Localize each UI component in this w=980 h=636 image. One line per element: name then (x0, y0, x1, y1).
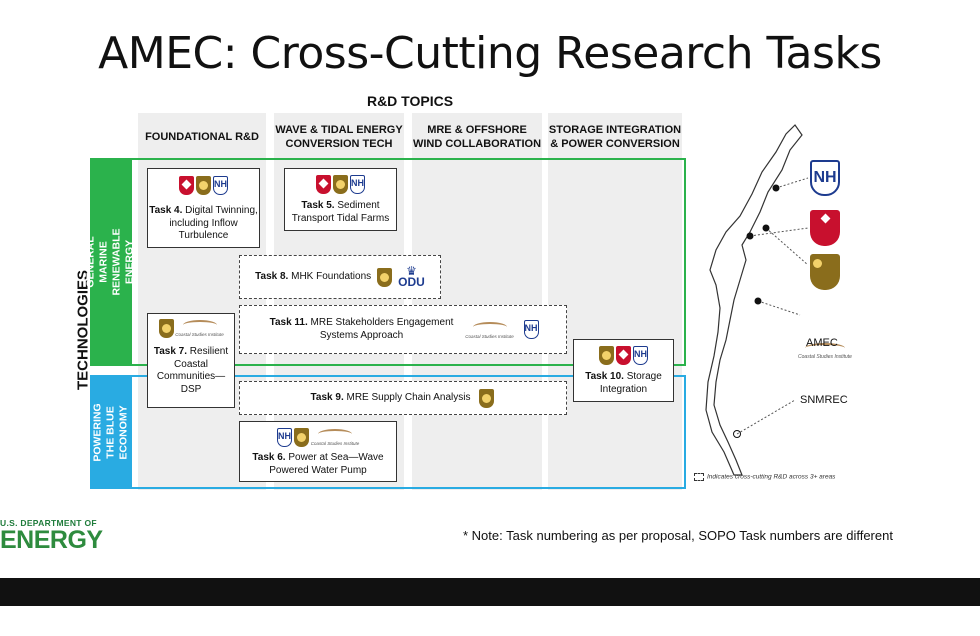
task-4-number: Task 4. (149, 205, 183, 216)
task-5-box[interactable]: NH Task 5. Sediment Transport Tidal Farm… (284, 168, 397, 231)
university-shield-icon (616, 346, 631, 365)
bottom-bar (0, 578, 980, 606)
task-5-number: Task 5. (301, 200, 335, 211)
task-9-text: MRE Supply Chain Analysis (346, 391, 471, 403)
location-dot (754, 297, 762, 305)
connector-line (736, 399, 796, 435)
location-dot (772, 184, 780, 192)
task-11-text: MRE Stakeholders Engagement Systems Appr… (310, 317, 454, 341)
location-dot (746, 232, 754, 240)
coastal-studies-institute-logo-icon: Coastal Studies Institute (310, 427, 360, 447)
task-10-text: Storage Integration (599, 371, 662, 395)
task-5-text: Sediment Transport Tidal Farms (291, 200, 390, 224)
column-header-foundational: FOUNDATIONAL R&D (145, 131, 259, 143)
footnote: * Note: Task numbering as per proposal, … (463, 528, 893, 543)
university-crest-icon (158, 318, 174, 338)
unh-map-logo-icon: NH (810, 160, 840, 196)
unh-logo-icon: NH (633, 346, 648, 365)
rd-topics-label: R&D TOPICS (366, 93, 454, 109)
university-shield-icon (316, 175, 331, 194)
doe-logo-small-text: U.S. DEPARTMENT OF (0, 518, 97, 528)
column-header-mre-offshore: MRE & OFFSHORE WIND COLLABORATION (412, 124, 542, 150)
task-4-box[interactable]: NH Task 4. Digital Twinning, including I… (147, 168, 260, 248)
unh-logo-icon: NH (350, 175, 365, 194)
university-crest-icon (196, 176, 211, 195)
task-9-number: Task 9. (310, 391, 344, 403)
university-shield-map-icon (810, 210, 840, 246)
task-8-text: MHK Foundations (291, 270, 372, 282)
university-crest-icon (479, 388, 495, 408)
university-shield-icon (179, 176, 194, 195)
dashed-box-icon (694, 473, 704, 481)
connector-line (757, 300, 801, 316)
task-8-number: Task 8. (255, 270, 289, 282)
connector-line (749, 227, 809, 237)
task-7-number: Task 7. (153, 346, 188, 357)
task-6-number: Task 6. (252, 452, 286, 463)
connector-line (765, 227, 809, 266)
odu-logo-icon: ♛ODU (398, 264, 425, 289)
unh-logo-icon: NH (277, 427, 292, 447)
map-legend: Indicates cross-cutting R&D across 3+ ar… (694, 473, 835, 481)
university-crest-icon (333, 175, 348, 194)
row-label-general-mre: GENERAL MARINE RENEWABLE ENERGY (85, 158, 136, 366)
location-dot (762, 224, 770, 232)
task-8-box[interactable]: Task 8. MHK Foundations ♛ODU (239, 255, 441, 299)
university-crest-icon (294, 427, 309, 447)
coastal-studies-institute-logo-icon: Coastal Studies Institute (465, 320, 515, 340)
task-7-text: Resilient Coastal Communities—DSP (156, 346, 229, 395)
slide-title: AMEC: Cross-Cutting Research Tasks (98, 28, 882, 79)
doe-logo-text: ENERGY (0, 526, 103, 554)
coastal-studies-institute-map-logo-icon: Coastal Studies Institute (793, 341, 857, 363)
task-6-text: Power at Sea—Wave Powered Water Pump (269, 452, 384, 476)
east-coast-map (705, 124, 809, 476)
task-10-box[interactable]: NH Task 10. Storage Integration (573, 339, 674, 402)
task-4-text: Digital Twinning, including Inflow Turbu… (169, 205, 258, 241)
column-bg-storage (548, 113, 682, 490)
task-10-number: Task 10. (585, 371, 624, 382)
column-header-wave-tidal: WAVE & TIDAL ENERGY CONVERSION TECH (275, 124, 403, 150)
amec-label: AMEC (806, 337, 838, 349)
connector-line (775, 177, 809, 189)
location-dot (733, 430, 741, 438)
column-header-storage: STORAGE INTEGRATION & POWER CONVERSION (548, 124, 682, 150)
task-9-box[interactable]: Task 9. MRE Supply Chain Analysis (239, 381, 567, 415)
task-6-box[interactable]: NH Coastal Studies Institute Task 6. Powe… (239, 421, 397, 482)
task-7-box[interactable]: Coastal Studies Institute Task 7. Resili… (147, 313, 235, 408)
unh-logo-icon: NH (523, 320, 539, 339)
row-label-blue-economy: POWERING THE BLUE ECONOMY (90, 375, 132, 489)
university-crest-map-icon (810, 254, 840, 290)
university-crest-icon (599, 346, 614, 365)
coastal-studies-institute-logo-icon: Coastal Studies Institute (175, 318, 225, 338)
snmrec-label: SNMREC (800, 394, 848, 406)
task-11-box[interactable]: Task 11. MRE Stakeholders Engagement Sys… (239, 305, 567, 354)
unh-logo-icon: NH (213, 176, 228, 195)
university-crest-icon (377, 267, 393, 287)
column-bg-mre-offshore (412, 113, 542, 490)
task-11-number: Task 11. (269, 317, 308, 328)
